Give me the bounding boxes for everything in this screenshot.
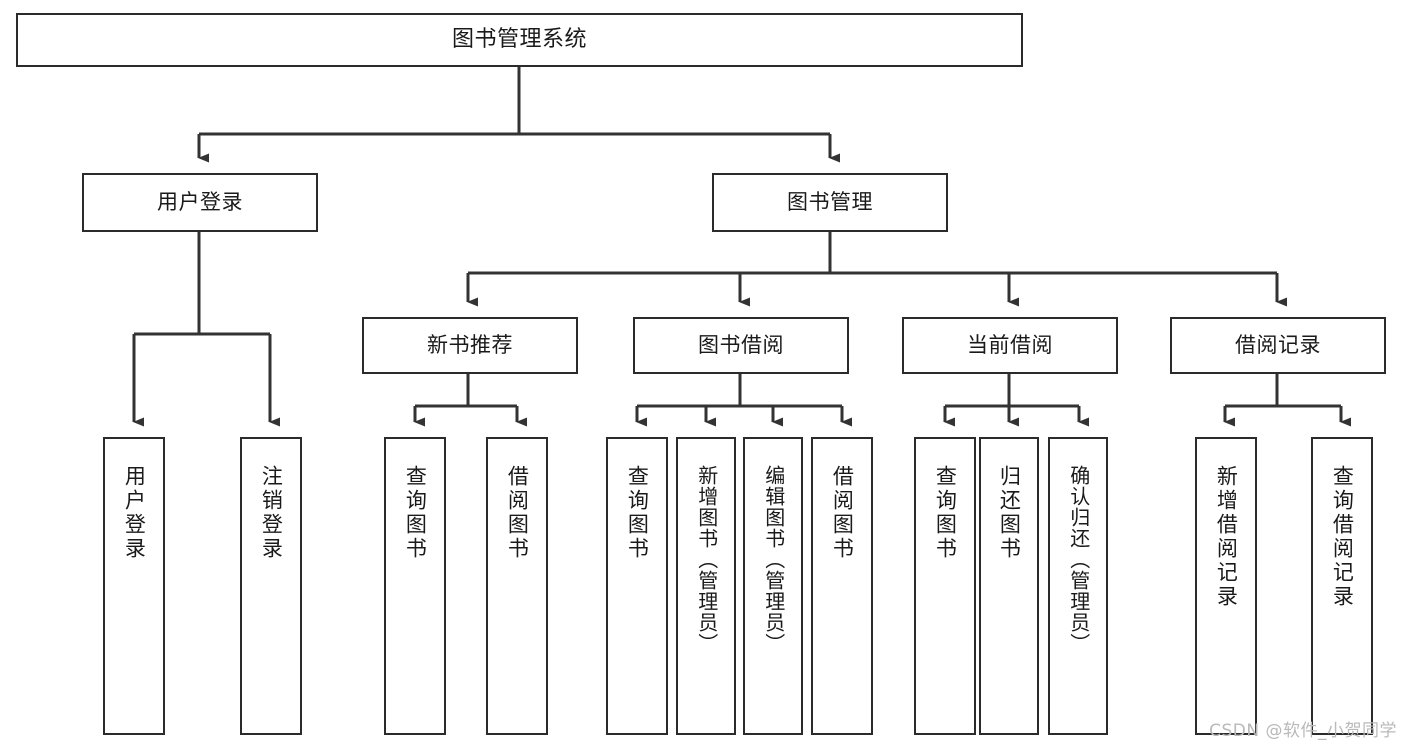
node-root-book-management-system[interactable]: 图书管理系统	[16, 13, 1023, 67]
node-label: 借阅记录	[1235, 333, 1321, 358]
edges-book-borrow-to-leaves	[635, 374, 852, 427]
leaf-query-book-recommend[interactable]: 查询图书	[384, 437, 446, 735]
node-label: 新书推荐	[427, 333, 513, 358]
leaf-logout-login[interactable]: 注销登录	[240, 437, 302, 735]
node-label: 编辑图书（管理员）	[761, 465, 786, 654]
node-label: 查询图书	[625, 465, 650, 561]
node-label: 图书管理	[787, 190, 873, 215]
node-label: 查询借阅记录	[1330, 465, 1355, 609]
node-label: 借阅图书	[830, 465, 855, 561]
node-user-login[interactable]: 用户登录	[82, 173, 318, 232]
leaf-borrow-book-borrow[interactable]: 借阅图书	[811, 437, 873, 735]
node-label: 新增借阅记录	[1214, 465, 1239, 609]
node-label: 当前借阅	[967, 333, 1053, 358]
leaf-query-borrow-record[interactable]: 查询借阅记录	[1311, 437, 1373, 735]
csdn-watermark: CSDN @软件_小贺同学	[1209, 721, 1397, 741]
node-label: 用户登录	[122, 465, 147, 561]
leaf-return-book[interactable]: 归还图书	[979, 437, 1039, 735]
node-label: 图书借阅	[698, 333, 784, 358]
leaf-user-login[interactable]: 用户登录	[103, 437, 165, 735]
node-label: 查询图书	[403, 465, 428, 561]
node-label: 新增图书（管理员）	[694, 465, 719, 654]
edges-current-borrow-to-leaves	[943, 374, 1089, 427]
node-new-book-recommend[interactable]: 新书推荐	[362, 317, 578, 374]
node-label: 用户登录	[157, 190, 243, 215]
leaf-add-borrow-record[interactable]: 新增借阅记录	[1195, 437, 1257, 735]
node-label: 确认归还（管理员）	[1066, 465, 1091, 654]
edges-user-login-to-leaves	[132, 232, 280, 427]
node-book-borrow[interactable]: 图书借阅	[633, 317, 849, 374]
edges-new-book-recommend-to-leaves	[413, 374, 527, 427]
leaf-edit-book[interactable]: 编辑图书（管理员）	[743, 437, 803, 735]
leaf-query-book-current[interactable]: 查询图书	[914, 437, 976, 735]
edges-borrow-record-to-leaves	[1223, 374, 1351, 427]
node-label: 图书管理系统	[451, 27, 587, 53]
edges-root-to-level1	[197, 67, 840, 163]
node-label: 注销登录	[259, 465, 284, 561]
node-label: 归还图书	[997, 465, 1022, 561]
leaf-query-book-borrow[interactable]: 查询图书	[606, 437, 668, 735]
node-book-management[interactable]: 图书管理	[712, 173, 948, 232]
node-current-borrow[interactable]: 当前借阅	[902, 317, 1118, 374]
node-label: 借阅图书	[505, 465, 530, 561]
node-borrow-record[interactable]: 借阅记录	[1170, 317, 1386, 374]
leaf-borrow-book-recommend[interactable]: 借阅图书	[486, 437, 548, 735]
leaf-add-book[interactable]: 新增图书（管理员）	[676, 437, 736, 735]
node-label: 查询图书	[933, 465, 958, 561]
edges-book-management-to-level2	[466, 232, 1287, 307]
leaf-confirm-return[interactable]: 确认归还（管理员）	[1048, 437, 1108, 735]
